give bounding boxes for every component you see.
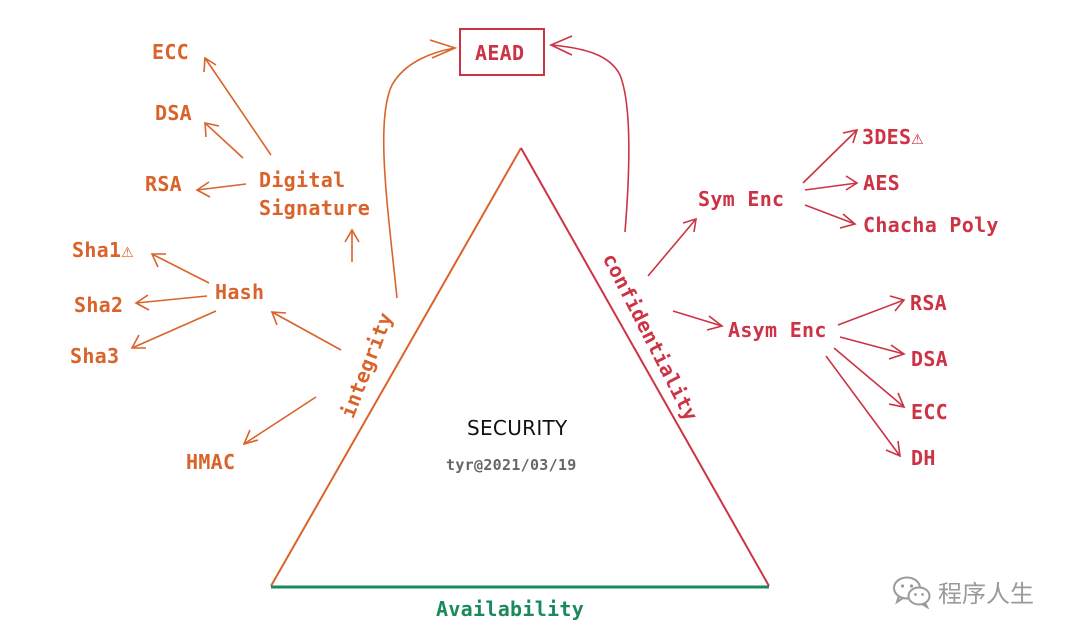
integrity-side bbox=[270, 147, 522, 587]
sym-algo-3des: 3DES⚠ bbox=[862, 125, 924, 149]
arrowhead bbox=[242, 429, 259, 446]
arrow-asym-to-ecc bbox=[833, 347, 905, 408]
arrow-asym-to-dh bbox=[825, 355, 901, 457]
arrow-sym-to-3des bbox=[802, 129, 858, 184]
arrow-digital-to-dsa bbox=[204, 122, 244, 159]
asym-algo-dh: DH bbox=[911, 446, 936, 470]
integrity-to-aead-arrowhead bbox=[429, 39, 458, 59]
hash-algo-sha2: Sha2 bbox=[74, 293, 124, 317]
wechat-icon bbox=[893, 576, 931, 609]
arrow-integrity-to-hmac bbox=[243, 396, 317, 445]
digital-signature-label-line1: Digital bbox=[259, 168, 346, 192]
asym-algo-dsa: DSA bbox=[911, 347, 949, 371]
arrowhead bbox=[888, 392, 906, 409]
signature-algo-rsa: RSA bbox=[145, 172, 183, 196]
asym-algo-rsa: RSA bbox=[910, 291, 948, 315]
arrowhead bbox=[195, 181, 211, 198]
arrowhead bbox=[885, 440, 901, 458]
arrowhead bbox=[344, 228, 360, 243]
arrowhead bbox=[150, 253, 166, 268]
arrow-confidentiality-to-asym-enc bbox=[672, 310, 723, 327]
arrowhead bbox=[134, 294, 150, 311]
aead-box bbox=[459, 28, 545, 76]
aead-label: AEAD bbox=[475, 41, 525, 65]
arrow-hash-to-sha3 bbox=[131, 310, 217, 349]
arrow-sym-to-aes bbox=[804, 182, 858, 191]
confidentiality-to-aead-arrowhead bbox=[549, 35, 573, 56]
arrow-digital-to-rsa bbox=[196, 183, 247, 191]
confidentiality-side bbox=[520, 147, 770, 587]
watermark: 程序人生 bbox=[892, 574, 1034, 609]
hash-label: Hash bbox=[215, 280, 265, 304]
arrowhead bbox=[270, 311, 287, 326]
arrowhead bbox=[682, 217, 697, 233]
arrow-sym-to-chacha bbox=[804, 204, 856, 225]
watermark-text: 程序人生 bbox=[938, 580, 1034, 608]
arrow-digital-to-ecc bbox=[204, 57, 272, 156]
signature-algo-dsa: DSA bbox=[155, 101, 193, 125]
arrow-asym-to-dsa bbox=[839, 336, 905, 355]
availability-label: Availability bbox=[436, 597, 585, 621]
confidentiality-to-aead-curve bbox=[550, 44, 630, 233]
confidentiality-arrows bbox=[647, 128, 906, 458]
arrowhead bbox=[888, 344, 906, 360]
arrowhead bbox=[842, 128, 859, 144]
asym-algo-ecc: ECC bbox=[911, 400, 949, 424]
asym-enc-label: Asym Enc bbox=[728, 318, 827, 342]
arrowhead bbox=[130, 334, 146, 349]
arrowhead bbox=[204, 121, 220, 138]
sym-enc-label: Sym Enc bbox=[698, 187, 785, 211]
arrow-hash-to-sha2 bbox=[135, 295, 208, 304]
arrow-confidentiality-to-sym-enc bbox=[647, 218, 697, 277]
author-date: tyr@2021/03/19 bbox=[446, 456, 577, 474]
digital-signature-label-line2: Signature bbox=[259, 196, 371, 220]
arrowhead bbox=[845, 175, 859, 191]
arrowhead bbox=[839, 213, 857, 229]
signature-algo-ecc: ECC bbox=[152, 40, 190, 64]
arrow-asym-to-rsa bbox=[837, 299, 905, 326]
hash-algo-sha1: Sha1⚠ bbox=[72, 238, 134, 262]
hash-algo-sha3: Sha3 bbox=[70, 344, 120, 368]
arrowhead bbox=[889, 295, 906, 312]
arrow-integrity-to-hash bbox=[271, 311, 342, 351]
integrity-to-aead-curve bbox=[382, 47, 456, 299]
integrity-arrows bbox=[130, 56, 360, 446]
sym-algo-aes: AES bbox=[863, 171, 901, 195]
arrow-hash-to-sha1 bbox=[151, 253, 210, 284]
security-title: SECURITY bbox=[467, 416, 568, 440]
arrowhead bbox=[706, 315, 724, 331]
hmac-label: HMAC bbox=[186, 450, 236, 474]
arrowhead bbox=[203, 56, 217, 73]
sym-algo-chacha-poly: Chacha Poly bbox=[863, 213, 999, 237]
